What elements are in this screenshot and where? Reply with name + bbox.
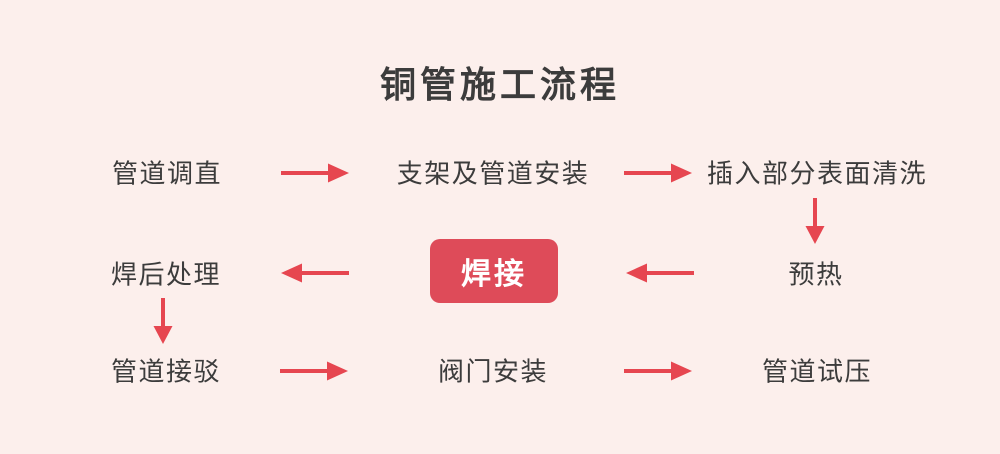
step-welding: 焊接 xyxy=(430,239,558,303)
step-post-weld-treatment: 焊后处理 xyxy=(110,259,222,290)
arrow-down-icon xyxy=(805,198,825,244)
arrow-right-icon xyxy=(624,163,692,183)
step-preheat: 预热 xyxy=(788,259,844,290)
step-pipe-connection: 管道接驳 xyxy=(110,356,222,387)
arrow-left-icon xyxy=(626,263,694,283)
step-bracket-pipe-installation: 支架及管道安装 xyxy=(396,158,590,189)
arrow-left-icon xyxy=(281,263,349,283)
arrow-right-icon xyxy=(281,163,349,183)
step-valve-installation: 阀门安装 xyxy=(437,356,549,387)
page-title: 铜管施工流程 xyxy=(379,64,620,105)
arrow-right-icon xyxy=(624,361,692,381)
arrow-right-icon xyxy=(280,361,348,381)
step-insert-surface-cleaning: 插入部分表面清洗 xyxy=(706,158,928,189)
step-pipe-pressure-test: 管道试压 xyxy=(761,356,873,387)
arrow-down-icon xyxy=(153,298,173,344)
step-pipe-straightening: 管道调直 xyxy=(111,158,223,189)
